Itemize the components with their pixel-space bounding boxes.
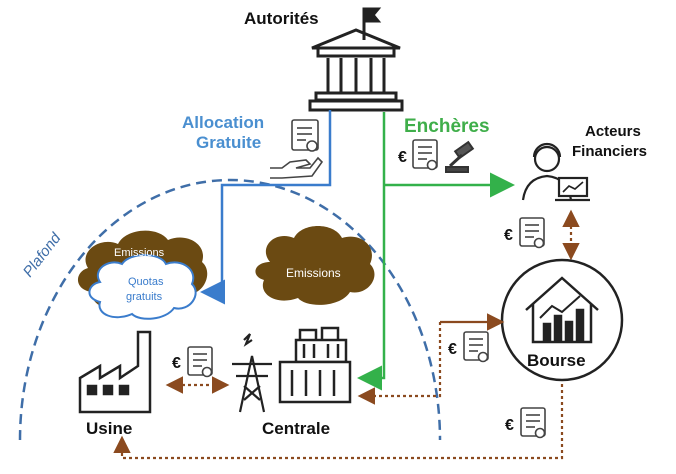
quotas-label-line2: gratuits bbox=[126, 291, 163, 303]
allocation-label-line1: Allocation bbox=[182, 113, 264, 132]
encheres-flow-line bbox=[357, 112, 386, 391]
acteurs-label-line1: Acteurs bbox=[585, 123, 641, 140]
parliament-icon bbox=[308, 7, 404, 112]
euro-acteurs: € bbox=[504, 227, 513, 244]
euro-encheres: € bbox=[398, 149, 407, 166]
allocation-label-line2: Gratuite bbox=[196, 133, 261, 152]
certificate-icon bbox=[291, 119, 319, 152]
gavel-icon bbox=[445, 140, 475, 173]
usine-label: Usine bbox=[86, 419, 132, 438]
flag-icon bbox=[362, 7, 382, 23]
trader-icon bbox=[521, 142, 590, 202]
emissions-left-label: Emissions bbox=[114, 247, 165, 259]
laptop-chart-icon bbox=[557, 176, 589, 198]
allocation-flow-line bbox=[200, 110, 332, 305]
plafond-label: Plafond bbox=[20, 229, 65, 280]
acteurs-label-line2: Financiers bbox=[572, 143, 647, 160]
quotas-label-line1: Quotas bbox=[128, 276, 164, 288]
euro-bourse-bottom: € bbox=[505, 417, 514, 434]
autorites-label: Autorités bbox=[244, 9, 319, 28]
certificate-icon bbox=[519, 217, 545, 249]
certificate-icon bbox=[412, 139, 438, 171]
euro-bourse-mid: € bbox=[448, 341, 457, 358]
certificate-icon bbox=[187, 346, 213, 378]
hand-icon bbox=[270, 156, 324, 179]
plafond-dome bbox=[18, 178, 442, 441]
emissions-cloud-right bbox=[255, 226, 375, 305]
certificate-icon bbox=[520, 407, 546, 439]
house-chart-icon bbox=[525, 276, 599, 344]
emissions-right-label: Emissions bbox=[286, 266, 341, 280]
centrale-label: Centrale bbox=[262, 419, 330, 438]
bourse-label: Bourse bbox=[527, 351, 586, 370]
quotas-cloud bbox=[88, 254, 197, 320]
encheres-label: Enchères bbox=[404, 116, 490, 137]
factory-icon bbox=[78, 330, 152, 414]
euro-usine-centrale: € bbox=[172, 355, 181, 372]
pylon-icon bbox=[232, 333, 272, 413]
bourse-usine-link bbox=[113, 384, 564, 460]
certificate-icon bbox=[463, 331, 489, 363]
power-plant-icon bbox=[278, 326, 352, 404]
